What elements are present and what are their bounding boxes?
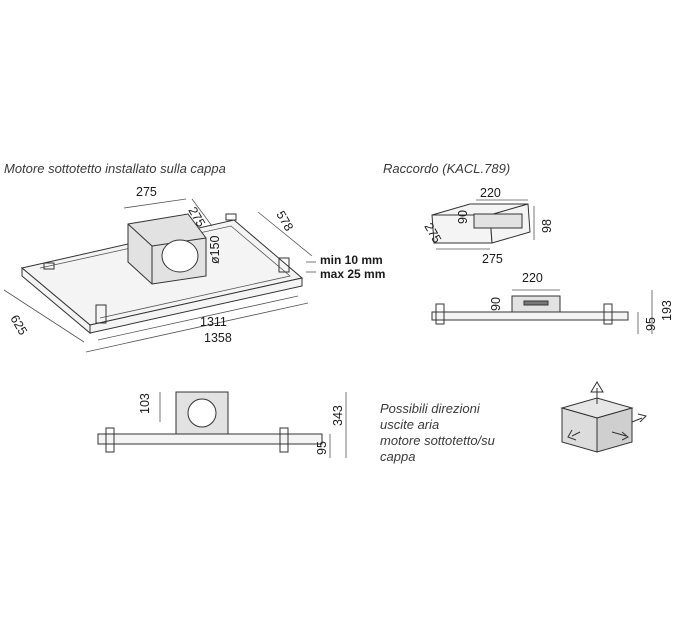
connector-front-view: 220 90 95 193: [431, 271, 674, 334]
dim-line: [97, 295, 299, 341]
hood-front-view: 103 95 343: [97, 391, 347, 458]
dim-total: 343: [331, 405, 345, 426]
hood-side-face: [89, 277, 303, 334]
air-direction-diagram: [560, 381, 647, 453]
mounting-brackets: [43, 213, 290, 324]
bracket: [105, 427, 115, 453]
dim-front-height: 90: [489, 297, 503, 311]
arrow-left-icon: [567, 429, 581, 441]
dim-body: 95: [315, 441, 329, 455]
caption-directions-line-2: uscite aria: [380, 417, 440, 432]
dim-line: [191, 198, 213, 227]
caption-directions-line-3: motore sottotetto/su: [380, 433, 495, 448]
connector-isometric-view: 220 90 275 275 98: [421, 186, 554, 266]
dim-front-width: 220: [522, 271, 543, 285]
dim-front-body: 95: [644, 317, 658, 331]
dim-line: [3, 289, 85, 343]
bracket: [95, 304, 107, 324]
hood-body-front: [431, 311, 629, 321]
dim-connector-height: 90: [456, 210, 470, 224]
arrow-front-icon: [611, 431, 629, 441]
clearance-min: min 10 mm: [320, 253, 383, 267]
bracket: [278, 257, 290, 273]
dim-duct-diameter: ø150: [208, 235, 222, 264]
dim-hood-depth: 578: [273, 209, 296, 234]
dim-connector-width: 220: [480, 186, 501, 200]
hood-body-elevation: [97, 433, 323, 445]
dim-width-inner: 1311: [200, 315, 227, 329]
hood-isometric-view: 275 275 ø150 578 1311 1358 625 min 10 mm…: [3, 185, 385, 353]
dim-connector-length: 275: [482, 252, 503, 266]
dim-front-total: 193: [660, 300, 674, 321]
bracket: [225, 213, 237, 221]
dim-motor-width: 275: [136, 185, 157, 199]
connector-outlet: [473, 213, 523, 229]
caption-directions-line-1: Possibili direzioni: [380, 401, 480, 416]
dim-connector-outlet: 98: [540, 219, 554, 233]
caption-motor: Motore sottotetto installato sulla cappa: [4, 161, 226, 176]
clearance-max: max 25 mm: [320, 267, 385, 281]
bracket: [279, 427, 289, 453]
caption-directions-line-4: cappa: [380, 449, 416, 464]
bracket: [603, 303, 613, 325]
arrow-right-icon: [631, 413, 647, 423]
dim-collar: 103: [138, 393, 152, 414]
dim-line: [257, 211, 313, 257]
dim-side: 625: [7, 313, 30, 338]
bracket: [435, 303, 445, 325]
arrow-up-icon: [590, 381, 604, 404]
caption-directions: Possibili direzioni uscite aria motore s…: [380, 401, 495, 465]
dim-line: [85, 302, 309, 353]
dim-line: [123, 198, 187, 209]
bracket: [43, 262, 55, 270]
motor-duct-outlet-front: [187, 398, 217, 428]
motor-duct-outlet: [161, 239, 199, 273]
dim-width-outer: 1358: [204, 331, 232, 345]
cube-right: [596, 407, 633, 453]
connector-slot: [523, 300, 549, 306]
caption-connector: Raccordo (KACL.789): [383, 161, 511, 176]
